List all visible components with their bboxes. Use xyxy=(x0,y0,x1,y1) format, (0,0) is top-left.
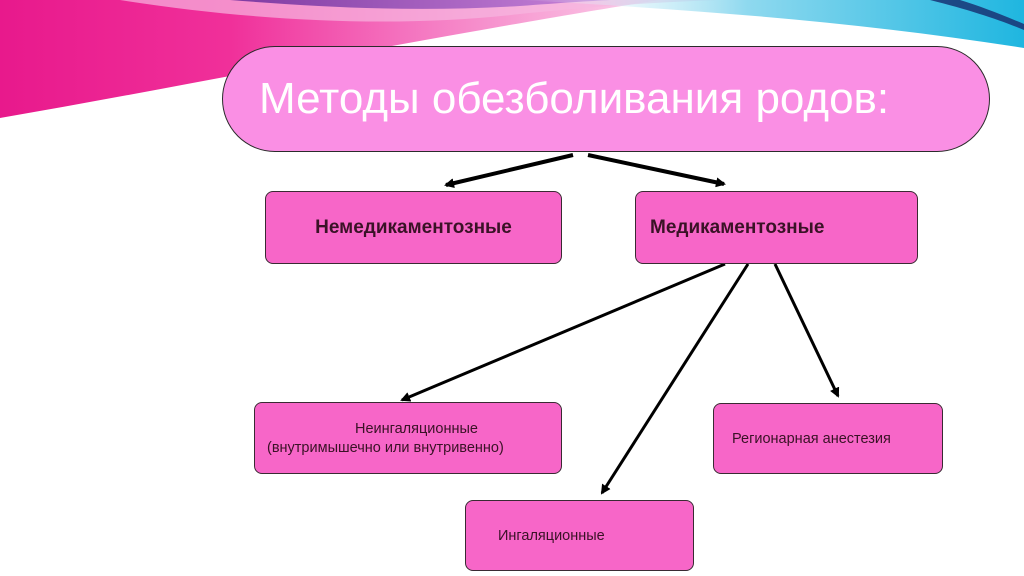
box-regional: Регионарная анестезия xyxy=(713,403,943,474)
swoosh-purple-band xyxy=(230,0,610,9)
nonmedical-label: Немедикаментозные xyxy=(315,216,512,238)
arrow-title-to-nonmedical xyxy=(444,153,574,189)
regional-label: Регионарная анестезия xyxy=(732,430,891,447)
slide-title: Методы обезболивания родов: xyxy=(259,74,890,123)
arrow-title-to-medical xyxy=(587,153,726,188)
noninhalation-label: Неингаляционные xyxy=(355,420,478,437)
swoosh-cyan-band xyxy=(520,0,1024,48)
box-inhalation: Ингаляционные xyxy=(465,500,694,571)
box-noninhalation: Неингаляционные (внутримышечно или внутр… xyxy=(254,402,562,474)
inhalation-label: Ингаляционные xyxy=(498,527,605,544)
title-pill: Методы обезболивания родов: xyxy=(222,46,990,152)
medical-label: Медикаментозные xyxy=(650,216,825,238)
swoosh-magenta-band xyxy=(0,0,660,118)
arrow-medical-to-regional xyxy=(773,263,840,398)
swoosh-dark-edge xyxy=(930,0,1024,30)
swoosh-light-band xyxy=(120,0,720,22)
noninhalation-sublabel: (внутримышечно или внутривенно) xyxy=(267,439,504,456)
arrow-medical-to-noninhalation xyxy=(400,262,726,402)
box-nonmedical: Немедикаментозные xyxy=(265,191,562,264)
box-medical: Медикаментозные xyxy=(635,191,918,264)
arrow-medical-to-inhalation xyxy=(600,263,750,495)
